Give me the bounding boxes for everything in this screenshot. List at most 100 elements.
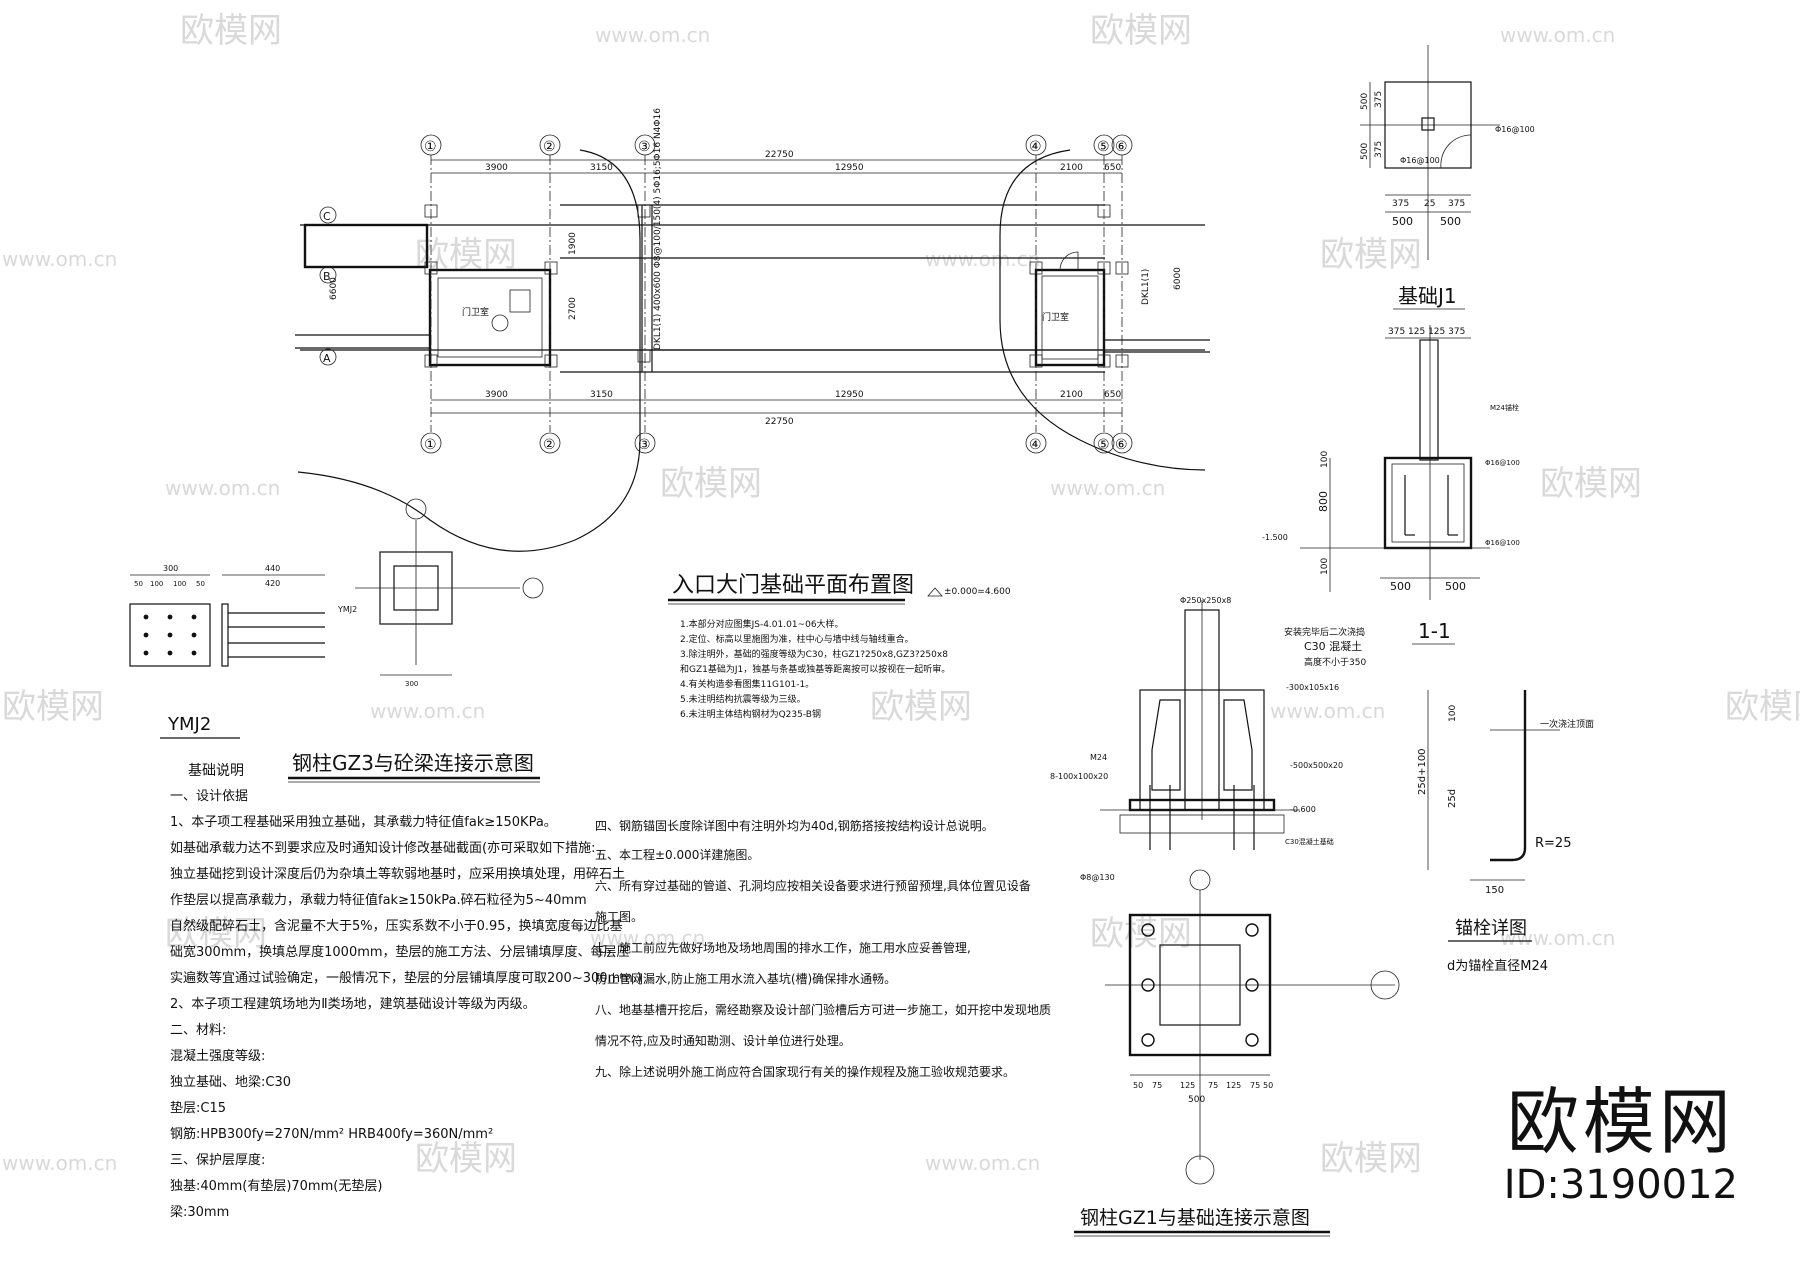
svg-text:施工图。: 施工图。: [595, 910, 643, 924]
svg-text:12950: 12950: [835, 390, 864, 400]
watermark-logo: 欧模网: [870, 687, 972, 727]
svg-text:2.定位、标高以里施图为准，柱中心与墙中线与轴线重合。: 2.定位、标高以里施图为准，柱中心与墙中线与轴线重合。: [680, 633, 914, 645]
svg-text:Φ16@100: Φ16@100: [1485, 539, 1520, 547]
svg-text:四、钢筋锚固长度除详图中有注明外均为40d,钢筋搭接按结构设: 四、钢筋锚固长度除详图中有注明外均为40d,钢筋搭接按结构设计总说明。: [595, 818, 994, 833]
svg-text:-300x105x16: -300x105x16: [1286, 683, 1339, 692]
svg-text:100: 100: [1320, 558, 1330, 575]
section-1-1: 375 125 125 375 100 800 100 -1.500 M24锚栓…: [1262, 325, 1520, 645]
foundation-plan: 门卫室 门卫室 ① ② ③ ④ ⑤ ⑥ ①: [295, 108, 1210, 605]
watermark-logo: 欧模网: [1725, 687, 1800, 727]
svg-text:6600: 6600: [329, 277, 339, 300]
svg-text:-500x500x20: -500x500x20: [1290, 761, 1343, 770]
svg-text:75: 75: [1250, 1081, 1260, 1090]
svg-text:混凝土强度等级:: 混凝土强度等级:: [170, 1048, 265, 1064]
svg-text:YMJ2: YMJ2: [337, 605, 357, 614]
svg-text:500: 500: [1392, 215, 1413, 228]
svg-text:钢筋:HPB300fy=270N/mm² HRB400fy=: 钢筋:HPB300fy=270N/mm² HRB400fy=360N/mm²: [170, 1126, 493, 1142]
general-notes: 四、钢筋锚固长度除详图中有注明外均为40d,钢筋搭接按结构设计总说明。 五、本工…: [595, 818, 1051, 1079]
canopy-left: [303, 223, 429, 269]
svg-text:50: 50: [1133, 1081, 1143, 1090]
watermark-logo: 欧模网: [1320, 235, 1422, 275]
svg-text:⑥: ⑥: [1115, 437, 1128, 453]
svg-text:12950: 12950: [835, 163, 864, 173]
svg-text:独基:40mm(有垫层)70mm(无垫层): 独基:40mm(有垫层)70mm(无垫层): [170, 1178, 382, 1194]
svg-text:①: ①: [424, 139, 437, 155]
svg-text:75: 75: [1208, 1081, 1218, 1090]
door-swing: [1059, 251, 1079, 271]
gz1-plate-plan: [1128, 913, 1272, 1057]
svg-text:-1.500: -1.500: [1262, 533, 1288, 542]
svg-text:情况不符,应及时通知勘测、设计单位进行处理。: 情况不符,应及时通知勘测、设计单位进行处理。: [595, 1033, 851, 1048]
watermark-logo: 欧模网: [415, 1139, 517, 1179]
svg-text:500: 500: [1188, 1095, 1205, 1105]
svg-text:高度不小于350: 高度不小于350: [1304, 656, 1366, 668]
svg-text:500: 500: [1445, 580, 1466, 593]
guard-room-left: [428, 268, 552, 367]
svg-text:125: 125: [1180, 1081, 1195, 1090]
svg-text:3900: 3900: [485, 390, 508, 400]
svg-text:A: A: [323, 352, 331, 365]
svg-text:作垫层以提高承载力，承载力特征值fak≥150kPa.碎石粒: 作垫层以提高承载力，承载力特征值fak≥150kPa.碎石粒径为5~40mm: [170, 892, 587, 908]
svg-text:1.本部分对应图集JS-4.01.01~06大样。: 1.本部分对应图集JS-4.01.01~06大样。: [680, 618, 844, 630]
svg-text:M24锚栓: M24锚栓: [1490, 403, 1519, 412]
main-plan-title: 入口大门基础平面布置图: [672, 573, 914, 598]
axis-bubbles-top: ① ② ③ ④ ⑤ ⑥: [420, 134, 1133, 156]
watermark-logo: 欧模网: [1090, 11, 1192, 51]
svg-text:C30 混凝土: C30 混凝土: [1304, 639, 1362, 653]
dim-total-top: 22750: [765, 150, 794, 160]
brand-stamp: 欧模网 ID:3190012: [1504, 1082, 1738, 1208]
watermark-url: www.om.cn: [925, 247, 1040, 271]
svg-text:1、本子项工程基础采用独立基础，其承载力特征值fak≥150: 1、本子项工程基础采用独立基础，其承载力特征值fak≥150KPa。: [170, 814, 557, 830]
watermark-url: www.om.cn: [1500, 23, 1615, 47]
svg-text:150: 150: [1485, 885, 1504, 896]
svg-text:420: 420: [265, 579, 280, 588]
svg-text:100: 100: [150, 580, 163, 588]
j1-column: [1421, 117, 1435, 131]
svg-text:R=25: R=25: [1535, 836, 1571, 851]
watermark-logo: 欧模网: [1540, 464, 1642, 504]
row-axis-bubbles: C B A: [319, 206, 337, 366]
svg-text:-0.600: -0.600: [1290, 805, 1316, 814]
svg-text:375: 375: [1392, 199, 1409, 209]
j1-rebar-arc: [1440, 134, 1472, 169]
room-label-left: 门卫室: [462, 306, 489, 318]
watermark-logo: 欧模网: [1090, 914, 1192, 954]
svg-text:375 125 125 375: 375 125 125 375: [1388, 327, 1465, 337]
svg-text:25: 25: [1424, 199, 1435, 209]
svg-text:1900: 1900: [568, 232, 578, 255]
svg-text:3900: 3900: [485, 163, 508, 173]
svg-text:C: C: [323, 210, 331, 223]
svg-text:④: ④: [1029, 139, 1042, 155]
svg-text:3150: 3150: [590, 390, 613, 400]
svg-text:2700: 2700: [568, 297, 578, 320]
gz1-detail: Φ250x250x8 -300x105x16 -500x500x20 8-100…: [1050, 596, 1400, 1237]
notes-heading: 基础说明: [188, 762, 244, 779]
svg-text:25d+100: 25d+100: [1417, 748, 1428, 795]
svg-text:M24: M24: [1090, 753, 1107, 762]
svg-text:50: 50: [1263, 1081, 1273, 1090]
svg-text:800: 800: [1317, 491, 1330, 512]
svg-text:4.有关构造参看图集11G101-1。: 4.有关构造参看图集11G101-1。: [680, 678, 814, 690]
watermark-logo: 欧模网: [1320, 1139, 1422, 1179]
svg-text:Φ8@130: Φ8@130: [1080, 873, 1115, 882]
svg-text:3150: 3150: [590, 163, 613, 173]
svg-text:八、地基基槽开挖后，需经勘察及设计部门验槽后方可进一步施工，: 八、地基基槽开挖后，需经勘察及设计部门验槽后方可进一步施工，如开挖中发现地质: [595, 1002, 1051, 1017]
svg-text:③: ③: [638, 139, 651, 155]
desk-icon: [509, 289, 531, 313]
svg-text:六、所有穿过基础的管道、孔洞均应按相关设备要求进行预留预埋,: 六、所有穿过基础的管道、孔洞均应按相关设备要求进行预留预埋,具体位置见设备: [595, 878, 1031, 893]
svg-text:500: 500: [1360, 143, 1370, 160]
j1-footing: [1384, 81, 1472, 169]
svg-text:375: 375: [1374, 141, 1384, 158]
svg-text:500: 500: [1440, 215, 1461, 228]
svg-text:垫层:C15: 垫层:C15: [170, 1100, 226, 1116]
svg-text:和GZ1基础为J1，独基与条基或独基等距离按可以按视在一起听: 和GZ1基础为J1，独基与条基或独基等距离按可以按视在一起听审。: [680, 663, 950, 675]
svg-text:75: 75: [1152, 1081, 1162, 1090]
watermark-logo: 欧模网: [180, 11, 282, 51]
plan-notes: 1.本部分对应图集JS-4.01.01~06大样。 2.定位、标高以里施图为准，…: [680, 618, 950, 720]
svg-text:⑤: ⑤: [1097, 139, 1110, 155]
svg-text:Φ250x250x8: Φ250x250x8: [1180, 596, 1231, 605]
svg-text:安装完毕后二次浇捣: 安装完毕后二次浇捣: [1284, 626, 1365, 638]
watermark-url: www.om.cn: [595, 23, 710, 47]
ymj2-detail: 300 50 100 100 50 440 420 YMJ2: [129, 564, 325, 739]
